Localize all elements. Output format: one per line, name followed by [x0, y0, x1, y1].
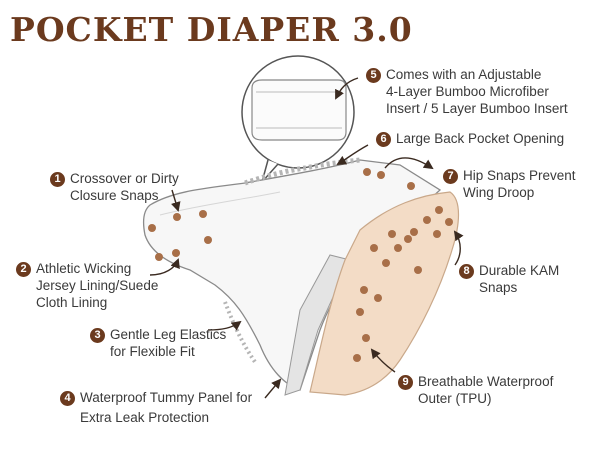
callout-arrows	[149, 77, 464, 399]
callout-line: for Flexible Fit	[110, 344, 195, 359]
callout-line: Waterproof Tummy Panel for	[80, 390, 253, 405]
callout-number: 7	[443, 169, 458, 184]
callout-number: 4	[60, 391, 75, 406]
callout-line: Insert / 5 Layer Bumboo Insert	[386, 101, 568, 116]
callout-number: 9	[398, 375, 413, 390]
callout-line: Outer (TPU)	[418, 391, 492, 406]
callout-line: Cloth Lining	[36, 295, 108, 310]
callout-line: 4-Layer Bumboo Microfiber	[386, 84, 549, 99]
callout-line: Extra Leak Protection	[80, 410, 210, 425]
tummy-panel	[284, 254, 351, 396]
snaps	[148, 168, 453, 362]
page-title: POCKET DIAPER 3.0	[10, 10, 413, 49]
callout-line: Snaps	[479, 280, 518, 295]
callout-line: Comes with an Adjustable	[386, 67, 542, 82]
callout-line: Closure Snaps	[70, 188, 159, 203]
callout-kam-snaps: 8 Durable KAM Snaps	[459, 262, 559, 296]
callout-insert: 5 Comes with an Adjustable 4-Layer Bumboo…	[366, 66, 568, 117]
callout-tpu-outer: 9 Breathable Waterproof Outer (TPU)	[398, 373, 553, 407]
callout-line: Durable KAM	[479, 263, 560, 278]
callout-number: 2	[16, 262, 31, 277]
callout-number: 5	[366, 68, 381, 83]
callout-number: 6	[376, 132, 391, 147]
callout-closure-snaps: 1 Crossover or Dirty Closure Snaps	[50, 170, 179, 204]
tpu-outer	[309, 191, 460, 396]
callout-back-pocket: 6 Large Back Pocket Opening	[376, 130, 564, 147]
callout-line: Wing Droop	[463, 185, 535, 200]
callout-tummy-panel: 4 Waterproof Tummy Panel for Extra Leak P…	[60, 388, 252, 428]
callout-hip-snaps: 7 Hip Snaps Prevent Wing Droop	[443, 167, 576, 201]
callout-line: Breathable Waterproof	[418, 374, 554, 389]
callout-line: Large Back Pocket Opening	[396, 131, 565, 146]
callout-line: Jersey Lining/Suede	[36, 278, 159, 293]
callout-number: 3	[90, 328, 105, 343]
callout-line: Hip Snaps Prevent	[463, 168, 576, 183]
callout-number: 1	[50, 172, 65, 187]
callout-line: Crossover or Dirty	[70, 171, 179, 186]
callout-lining: 2 Athletic Wicking Jersey Lining/Suede Cl…	[16, 260, 158, 311]
callout-number: 8	[459, 264, 474, 279]
callout-line: Athletic Wicking	[36, 261, 132, 276]
callout-line: Gentle Leg Elastics	[110, 327, 227, 342]
insert-magnifier	[241, 55, 355, 183]
callout-leg-elastics: 3 Gentle Leg Elastics for Flexible Fit	[90, 326, 226, 360]
